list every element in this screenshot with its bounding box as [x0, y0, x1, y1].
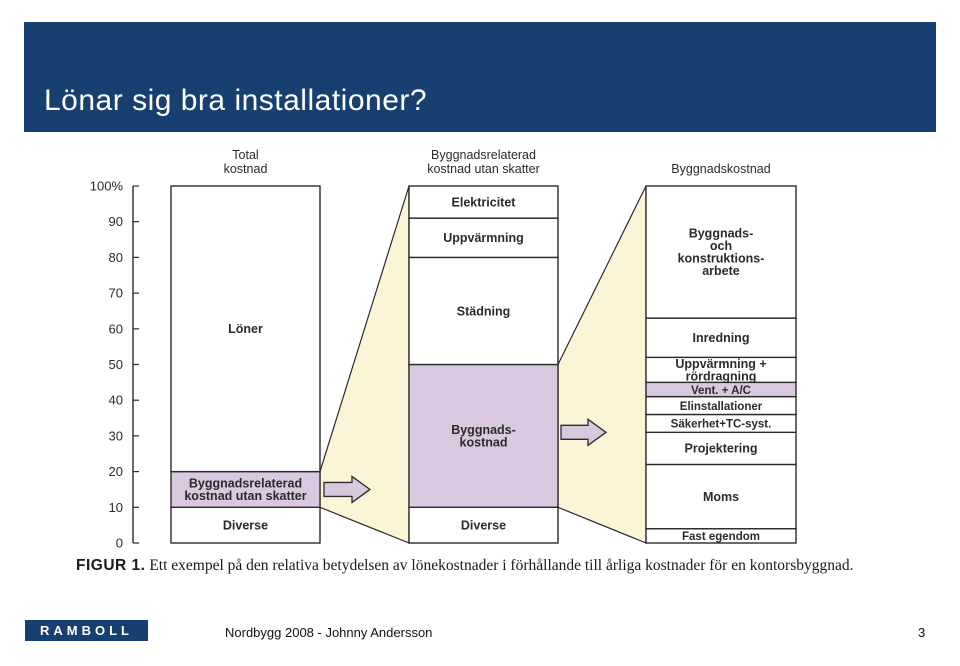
- segment-label: Fast egendom: [682, 531, 760, 543]
- y-tick-label: 0: [116, 536, 123, 551]
- column-header: kostnad: [224, 162, 268, 176]
- segment-label: Byggnads-: [451, 423, 516, 437]
- bar-segment: [170, 470, 321, 509]
- figure-caption: FIGUR 1. Ett exempel på den relativa bet…: [76, 556, 896, 575]
- segment-label: konstruktions-: [678, 252, 765, 266]
- y-tick-label: 80: [109, 250, 123, 265]
- arrow-icon: [560, 418, 608, 447]
- ramboll-logo: RAMBOLL: [25, 620, 148, 641]
- segment-label: Uppvärmning +: [675, 357, 766, 371]
- bar-segment: [170, 185, 321, 473]
- segment-label: Elektricitet: [452, 195, 517, 209]
- arrow-icon: [323, 475, 372, 504]
- figure-caption-text: Ett exempel på den relativa betydelsen a…: [145, 557, 854, 574]
- bar-segment: [408, 256, 559, 366]
- y-tick-label: 50: [109, 357, 123, 372]
- page-number: 3: [918, 625, 926, 640]
- bar-segment: [408, 217, 559, 259]
- slide-title: Lönar sig bra installationer?: [44, 84, 428, 117]
- segment-label: kostnad utan skatter: [184, 489, 306, 503]
- bar-segment: [408, 506, 559, 544]
- segment-label: Inredning: [693, 331, 750, 345]
- segment-label: Städning: [457, 304, 510, 318]
- bar-segment: [408, 185, 559, 219]
- segment-label: och: [710, 239, 732, 253]
- cost-breakdown-chart: 0102030405060708090100%TotalkostnadDiver…: [90, 148, 797, 551]
- bar-segment: [645, 431, 797, 466]
- y-tick-label: 30: [109, 428, 123, 443]
- footer-presenter: Nordbygg 2008 - Johnny Andersson: [225, 625, 433, 640]
- y-tick-label: 10: [109, 500, 123, 515]
- column-header: Byggnadskostnad: [671, 162, 770, 176]
- segment-label: Moms: [703, 490, 739, 504]
- segment-label: Diverse: [461, 518, 506, 532]
- connector-band-2: [557, 185, 647, 544]
- segment-label: arbete: [702, 264, 740, 278]
- segment-label: Diverse: [223, 518, 268, 532]
- y-tick-label: 20: [109, 464, 123, 479]
- title-banner: Lönar sig bra installationer?: [24, 22, 936, 132]
- segment-label: Projektering: [685, 442, 758, 456]
- segment-label: Byggnads-: [689, 227, 754, 241]
- bar-segment: [645, 185, 797, 319]
- segment-label: Byggnadsrelaterad: [189, 477, 302, 491]
- segment-label: rördragning: [686, 369, 757, 383]
- segment-label: Elinstallationer: [680, 401, 763, 413]
- bar-segment: [408, 363, 559, 509]
- column-header: Byggnadsrelaterad: [431, 148, 536, 162]
- segment-label: Vent. + A/C: [691, 385, 751, 397]
- column-header: Total: [232, 148, 258, 162]
- figure-caption-label: FIGUR 1.: [76, 557, 146, 574]
- segment-label: Uppvärmning: [443, 231, 524, 245]
- y-tick-label: 60: [109, 321, 123, 336]
- segment-label: Löner: [228, 322, 263, 336]
- segment-label: Säkerhet+TC-syst.: [671, 419, 772, 431]
- bar-segment: [645, 317, 797, 359]
- y-tick-label: 90: [109, 214, 123, 229]
- y-tick-label: 70: [109, 286, 123, 301]
- column-header: kostnad utan skatter: [427, 162, 540, 176]
- y-tick-label: 100%: [90, 179, 124, 194]
- segment-label: kostnad: [460, 435, 508, 449]
- y-tick-label: 40: [109, 393, 123, 408]
- bar-segment: [645, 463, 797, 530]
